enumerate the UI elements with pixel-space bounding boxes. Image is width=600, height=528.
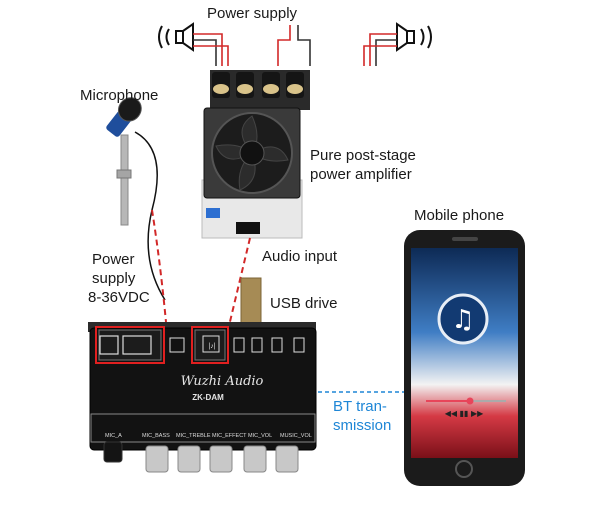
speaker-wires (193, 25, 397, 66)
fan-icon (211, 112, 293, 194)
amplifier-label-line1: Pure post-stage (310, 147, 416, 164)
power-supply-top-label: Power supply (207, 5, 298, 22)
audio-input-label: Audio input (262, 248, 338, 265)
board-brand: Wuzhi Audio (181, 374, 264, 389)
knob-label: MIC_BASS (142, 433, 170, 439)
right-speaker-icon (396, 22, 432, 52)
knob-label: MUSIC_VOL (280, 433, 312, 439)
callout-boxes (95, 326, 229, 364)
amp-capacitors (212, 72, 304, 98)
bt-transmission-line2: smission (333, 417, 392, 434)
knob-label: MIC_TREBLE (176, 433, 211, 439)
left-speaker-icon (158, 22, 194, 52)
knob-label: MIC_A (105, 433, 122, 439)
power-supply-left-line1: Power (92, 251, 135, 268)
mobile-phone: ♫ ◀◀ ▮▮ ▶▶ (404, 230, 525, 486)
knob-label: MIC_EFFECT (212, 433, 247, 439)
music-note-icon: ♫ (451, 305, 474, 335)
red-dashed-connections (151, 209, 251, 331)
amplifier-label-line2: power amplifier (310, 166, 412, 183)
usb-drive-label: USB drive (270, 295, 338, 312)
knob-label: MIC_VOL (248, 433, 272, 439)
power-supply-left-line3: 8-36VDC (88, 289, 150, 306)
bt-transmission-line1: BT tran- (333, 398, 387, 415)
power-amplifier-board (201, 70, 310, 239)
knob-labels: MIC_A MIC_BASS MIC_TREBLE MIC_EFFECT MIC… (105, 433, 312, 439)
audio-board: |♪| Wuzhi Audio ZK-DAM MIC_A MIC_BASS MI… (88, 322, 317, 473)
media-controls-icon: ◀◀ ▮▮ ▶▶ (445, 409, 484, 418)
usb-drive-icon (240, 277, 262, 329)
board-model: ZK-DAM (192, 393, 224, 402)
board-knobs (103, 441, 299, 473)
mobile-phone-label: Mobile phone (414, 207, 505, 224)
microphone-label: Microphone (80, 87, 159, 104)
power-supply-left-line2: supply (92, 270, 136, 287)
svg-text:|♪|: |♪| (208, 343, 215, 350)
microphone-icon (106, 97, 166, 301)
